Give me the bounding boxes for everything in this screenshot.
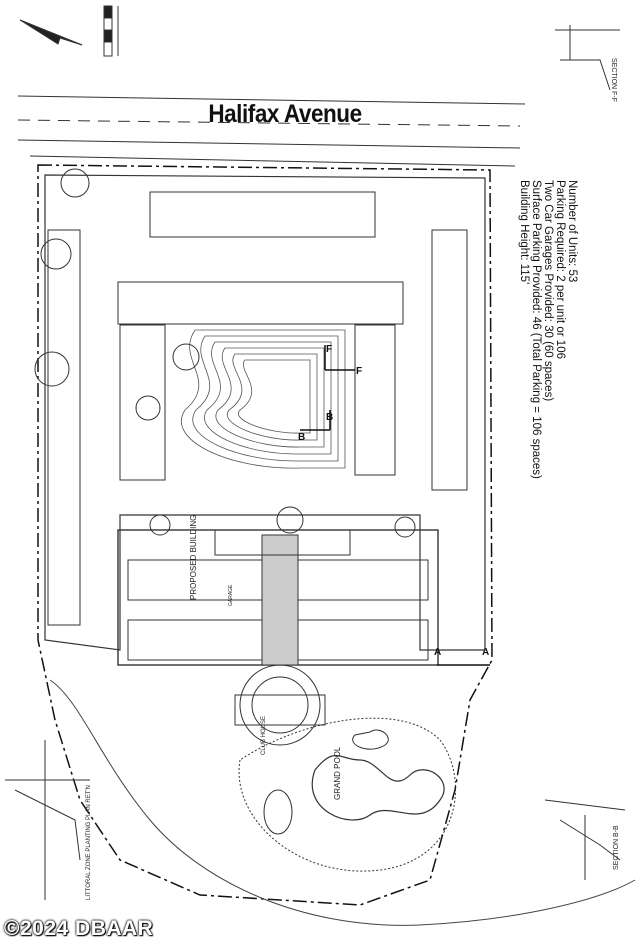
- pool-label: GRAND POOL: [333, 746, 342, 800]
- halifax-avenue-road: [17, 95, 526, 167]
- garage-label: GARAGE: [228, 584, 234, 606]
- parking-row-north: [149, 191, 376, 238]
- parking-summary: Number of Units: 53 Parking Required: 2 …: [518, 180, 578, 700]
- section-marker-a1: A: [434, 647, 441, 658]
- retention-pond-contours: [181, 329, 346, 469]
- units-count: Number of Units: 53: [566, 180, 578, 283]
- north-arrow-icon: [19, 19, 83, 46]
- section-marker-a2: A: [482, 647, 489, 658]
- property-boundary: [37, 164, 493, 906]
- tree-symbols: [34, 168, 416, 538]
- surface-spaces: Surface Parking Provided: 46 (Total Park…: [530, 180, 542, 479]
- parking-required: Parking Required: 2 per unit or 106: [554, 180, 566, 359]
- section-marker-b2: B: [298, 432, 305, 443]
- section-marker-f1: F: [326, 344, 332, 355]
- planting-detail: [5, 740, 90, 900]
- section-b-label: SECTION B-B: [613, 825, 620, 870]
- section-detail-b: [544, 799, 626, 880]
- clubhouse-label: CLUB HOUSE: [261, 716, 267, 755]
- section-marker-letters: F F B B A A: [298, 344, 489, 658]
- street-name: Halifax Avenue: [208, 100, 362, 128]
- parking-lot-outline: [44, 174, 486, 651]
- pool-deck: [238, 717, 457, 872]
- littoral-label: LITTORAL ZONE PLANTING PLAN RET'N: [86, 785, 92, 900]
- proposed-building: [117, 529, 439, 666]
- section-marker-b1: B: [326, 412, 333, 423]
- clubhouse: [234, 664, 326, 746]
- parking-row-inner-east: [354, 324, 396, 476]
- building-label: PROPOSED BUILDING: [189, 515, 198, 600]
- section-f-label: SECTION F-F: [610, 58, 617, 102]
- building-height: Building Height: 115': [518, 180, 530, 285]
- section-detail-f: [555, 25, 620, 91]
- section-cut-markers: [300, 345, 490, 666]
- parking-row-east: [431, 229, 468, 491]
- garage-spaces: Two Car Garages Provided: 30 (60 spaces): [542, 180, 554, 402]
- watermark: ©2024 DBAAR: [4, 917, 154, 940]
- parking-row-inner-north: [117, 281, 404, 325]
- edge-of-water: [49, 679, 636, 926]
- parking-row-inner-west: [119, 324, 166, 481]
- section-marker-f2: F: [356, 366, 362, 377]
- graphic-scale: [103, 5, 119, 57]
- parking-row-west: [47, 229, 81, 626]
- grand-pool: [263, 729, 445, 835]
